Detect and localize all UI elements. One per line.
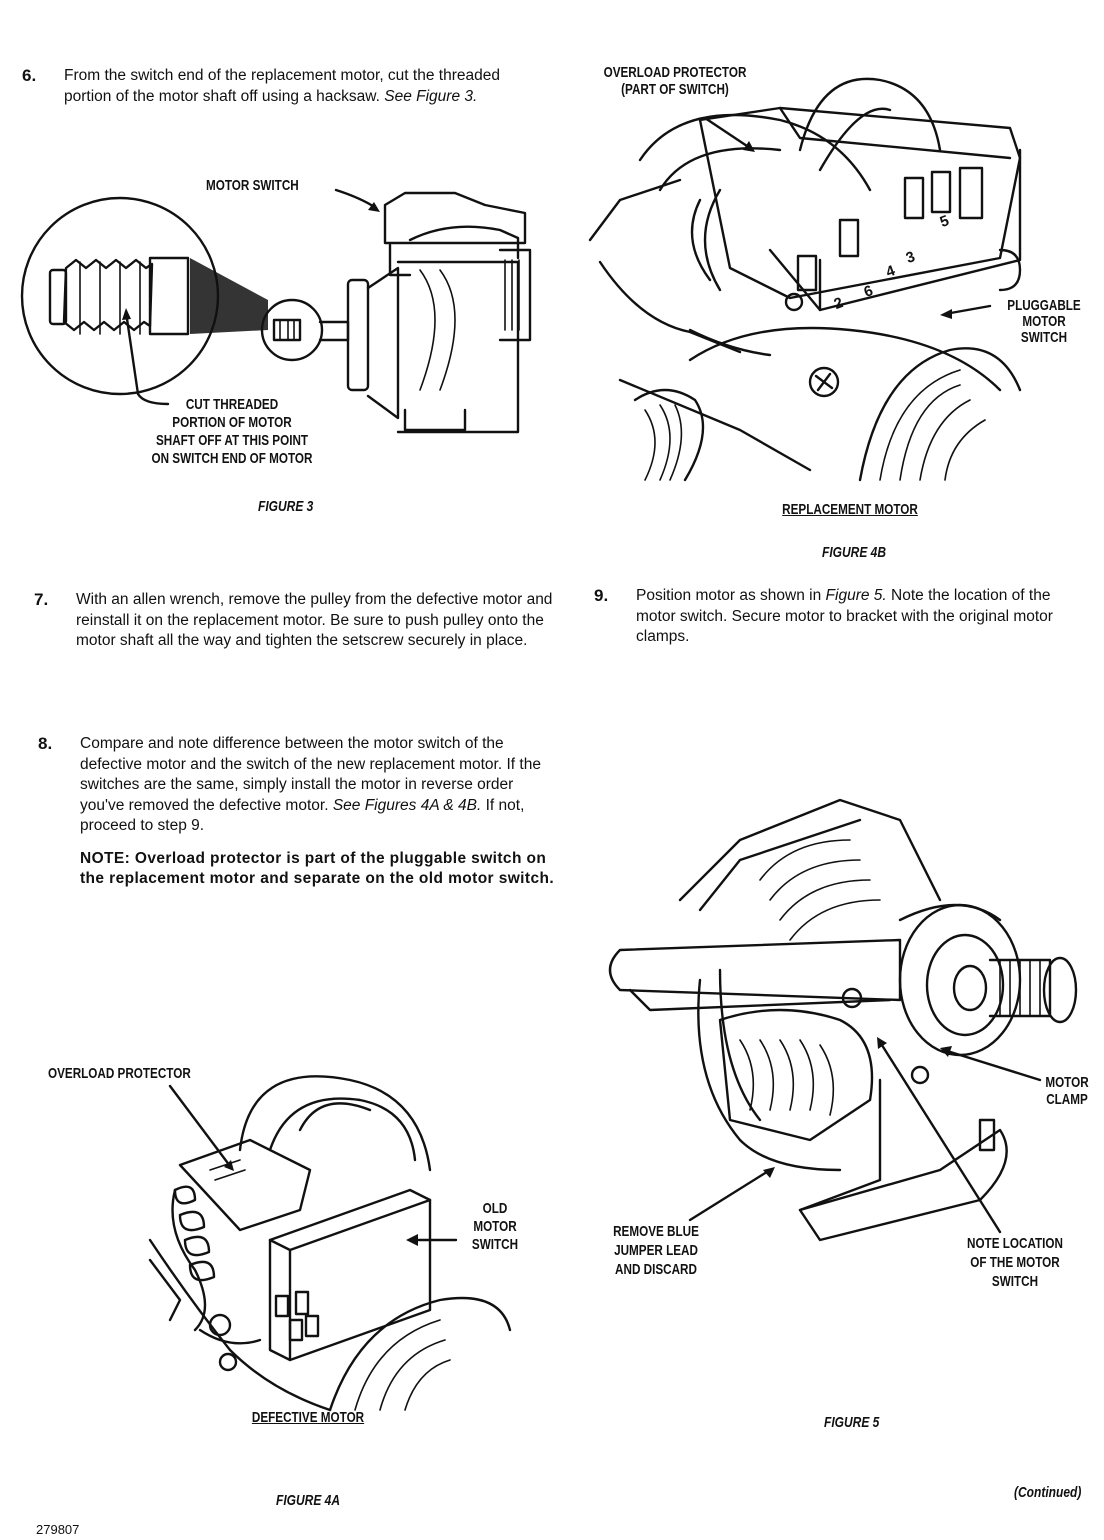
label-line: CLAMP — [1046, 1091, 1088, 1108]
figure-reference: See Figures 4A & 4B. — [332, 796, 482, 814]
continued-label: (Continued) — [1014, 1484, 1082, 1501]
label-line: CUT THREADED — [185, 396, 279, 413]
label-line: SWITCH — [471, 1236, 519, 1253]
figure-5-label-motor-clamp: MOTOR CLAMP — [1038, 1074, 1096, 1108]
figure-3-label-motor-switch: MOTOR SWITCH — [206, 177, 299, 194]
step-8: 8. Compare and note difference between t… — [38, 734, 556, 890]
step-number: 6. — [22, 66, 37, 85]
label-line: OVERLOAD PROTECTOR — [603, 64, 747, 81]
label-line: AND DISCARD — [615, 1261, 697, 1278]
figure-4a-label-defective-motor: DEFECTIVE MOTOR — [251, 1409, 365, 1426]
figure-4b-label-overload: OVERLOAD PROTECTOR (PART OF SWITCH) — [585, 64, 764, 98]
label-line: ON SWITCH END OF MOTOR — [151, 450, 313, 467]
step-text: From the switch end of the replacement m… — [64, 67, 500, 105]
figure-5-caption: FIGURE 5 — [824, 1414, 880, 1431]
step-9: 9. Position motor as shown in Figure 5. … — [594, 586, 1094, 648]
figure-reference: See Figure 3. — [384, 87, 478, 105]
figure-4b-caption: FIGURE 4B — [822, 544, 887, 561]
label-line: MOTOR — [1022, 313, 1066, 330]
figure-4a-label-old-switch: OLD MOTOR SWITCH — [460, 1200, 530, 1254]
figure-reference: Figure 5. — [825, 587, 887, 604]
label-line: NOTE LOCATION — [967, 1235, 1063, 1252]
label-line: PLUGGABLE — [1007, 297, 1081, 314]
figure-5-label-note-location: NOTE LOCATION OF THE MOTOR SWITCH — [957, 1234, 1074, 1291]
figure-3-label-cut: CUT THREADED PORTION OF MOTOR SHAFT OFF … — [138, 396, 325, 468]
label-line: OLD — [482, 1200, 508, 1217]
step-note: NOTE: Overload protector is part of the … — [80, 849, 555, 888]
label-line: OF THE MOTOR — [970, 1254, 1060, 1271]
figure-4a-label-overload: OVERLOAD PROTECTOR — [48, 1065, 191, 1082]
label-line: (PART OF SWITCH) — [621, 81, 729, 98]
figure-4b-label-replacement-motor: REPLACEMENT MOTOR — [782, 501, 918, 518]
document-code: 279807 — [36, 1522, 80, 1537]
figure-5-label-remove-blue: REMOVE BLUE JUMPER LEAD AND DISCARD — [601, 1222, 710, 1279]
figure-3-caption: FIGURE 3 — [258, 498, 314, 515]
label-line: MOTOR — [473, 1218, 517, 1235]
step-text: Compare and note difference between the … — [80, 735, 541, 814]
label-line: SWITCH — [991, 1273, 1039, 1290]
label-line: JUMPER LEAD — [614, 1242, 698, 1259]
step-number: 8. — [38, 734, 53, 753]
label-line: PORTION OF MOTOR — [172, 414, 292, 431]
step-6: 6. From the switch end of the replacemen… — [22, 66, 542, 107]
label-line: SWITCH — [1020, 329, 1068, 346]
label-line: REMOVE BLUE — [613, 1223, 699, 1240]
figure-4a-caption: FIGURE 4A — [276, 1492, 341, 1509]
label-line: SHAFT OFF AT THIS POINT — [155, 432, 309, 449]
label-line: MOTOR — [1045, 1074, 1089, 1091]
figure-4b-label-pluggable: PLUGGABLE MOTOR SWITCH — [997, 298, 1091, 346]
step-number: 9. — [594, 586, 609, 605]
step-7: 7. With an allen wrench, remove the pull… — [34, 590, 554, 652]
step-text: Position motor as shown in — [636, 587, 822, 604]
step-text: If not, proceed to step 9. — [80, 796, 525, 835]
step-text: Note the location of the motor switch. S… — [636, 587, 1053, 645]
step-text: With an allen wrench, remove the pulley … — [76, 591, 553, 649]
step-number: 7. — [34, 590, 49, 609]
